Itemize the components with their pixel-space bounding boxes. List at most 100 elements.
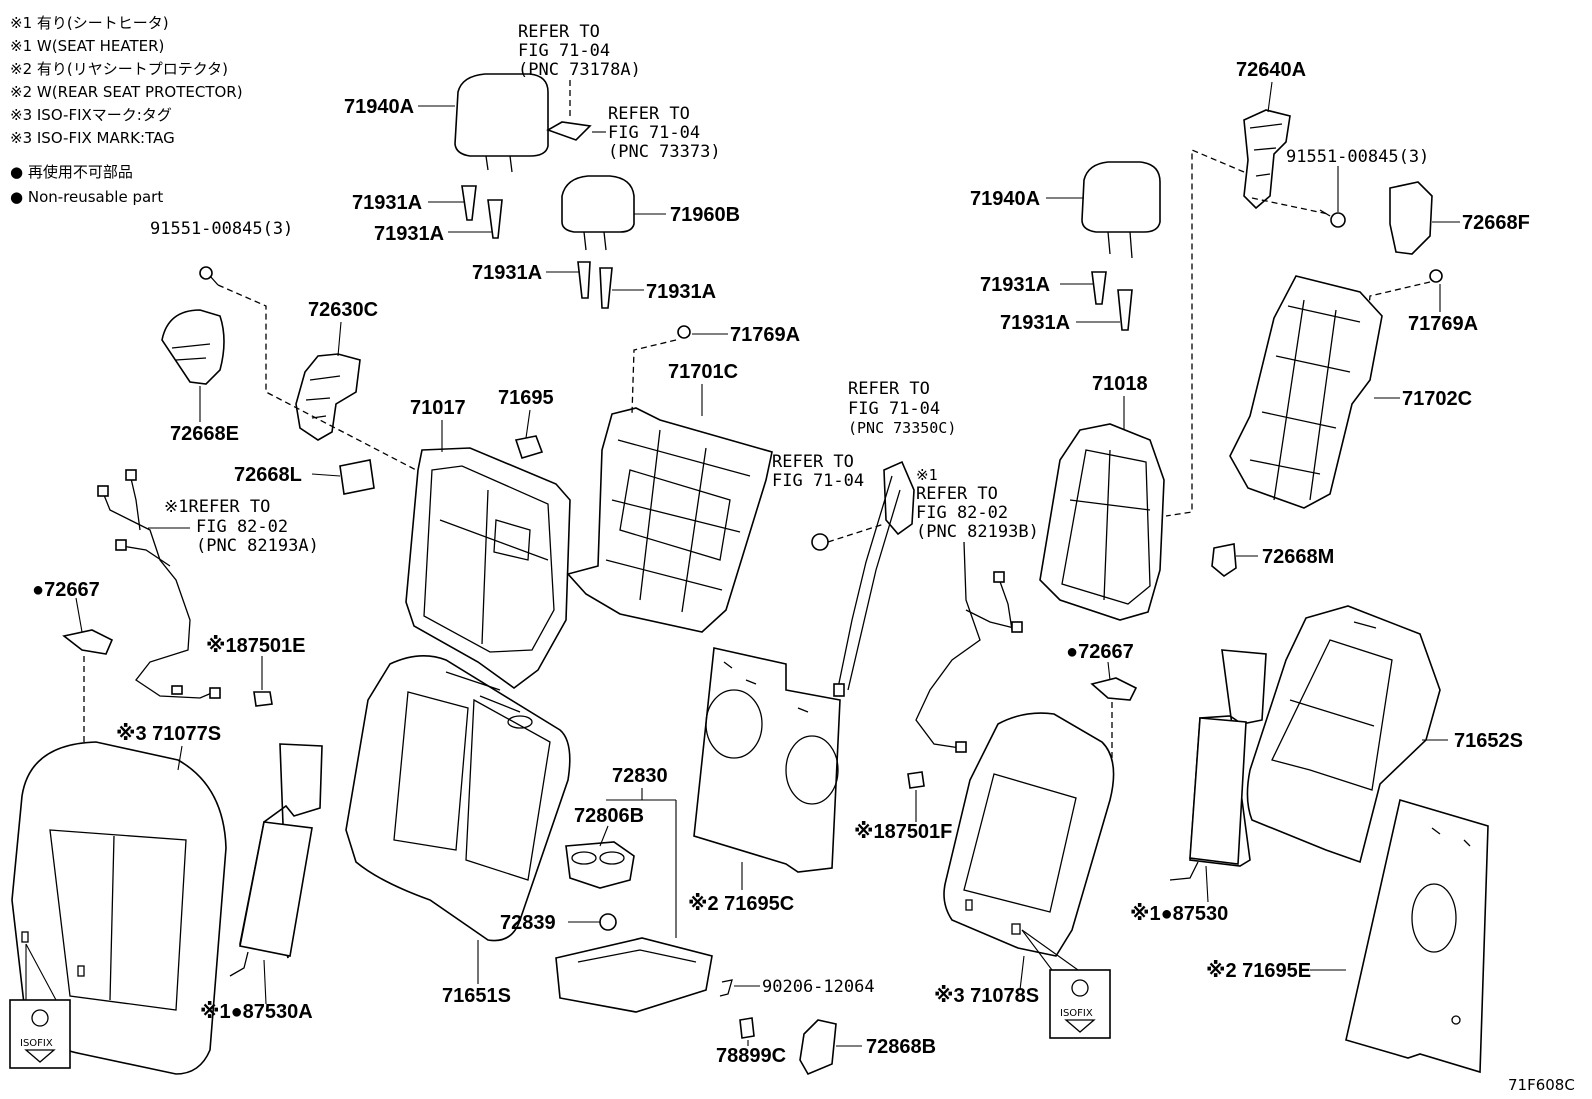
bracket-72640A [1243, 109, 1291, 210]
label-72668E: 72668E [170, 423, 239, 445]
label-87530: ※1●87530 [1130, 903, 1228, 925]
refer-4-line-3: (PNC 73350C) [848, 419, 956, 437]
wire-harness-82193B [915, 541, 1023, 753]
legend-line-4: ※2 W(REAR SEAT PROTECTOR) [10, 83, 243, 101]
cup-holder-72806B [565, 841, 635, 889]
label-91551-right: 91551-00845(3) [1286, 147, 1429, 167]
refer-6-line-1: ※1 [916, 466, 938, 484]
refer-4-line-1: REFER TO [848, 379, 930, 399]
label-71077S: ※3 71077S [116, 723, 221, 745]
pad-72668L [339, 459, 375, 495]
legend-line-7: ● 再使用不可部品 [10, 163, 133, 181]
legend: ※1 有り(シートヒータ) ※1 W(SEAT HEATER) ※2 有り(リヤ… [10, 14, 243, 206]
seat-cover-71077S [11, 741, 227, 1075]
label-72667-left: ●72667 [32, 579, 100, 601]
label-71018: 71018 [1092, 373, 1148, 395]
headrest-left [454, 73, 549, 173]
heater-87530A [229, 743, 323, 977]
seat-belt-73350C [833, 460, 915, 697]
refer-1-line-1: REFER TO [518, 22, 600, 42]
sensor-87501E [253, 691, 273, 707]
refer-2-line-3: (PNC 73373) [608, 142, 721, 162]
diagram-code: 71F608C [1508, 1076, 1575, 1094]
sleeve-71695 [514, 435, 544, 459]
clip-72667-left [62, 629, 114, 655]
label-90206: 90206-12064 [762, 977, 875, 997]
label-71931A-left-2: 71931A [374, 223, 444, 245]
label-72839: 72839 [500, 912, 556, 934]
iso-tag-right: ISOFIX [1021, 929, 1111, 1039]
label-72668L: 72668L [234, 464, 302, 486]
label-71931A-right-1: 71931A [980, 274, 1050, 296]
label-71940A-right: 71940A [970, 188, 1040, 210]
label-71931A-left-1: 71931A [352, 192, 422, 214]
cover-72868B [799, 1019, 837, 1076]
refer-1-line-3: (PNC 73178A) [518, 60, 641, 80]
label-71702C: 71702C [1402, 388, 1472, 410]
label-71940A-left: 71940A [344, 96, 414, 118]
seatback-cover-71651S [345, 655, 571, 942]
label-71695E: ※2 71695E [1206, 960, 1311, 982]
dash-72640A [1165, 149, 1329, 517]
label-71701C: 71701C [668, 361, 738, 383]
refer-6-line-2: REFER TO [916, 484, 998, 504]
seat-frame-71017 [405, 447, 571, 689]
stopper-78899C [739, 1017, 755, 1039]
label-87501E: ※187501E [206, 635, 306, 657]
refer-2-line-2: FIG 71-04 [608, 123, 700, 143]
seat-frame-71018 [1039, 423, 1165, 621]
label-87530A: ※1●87530A [200, 1001, 313, 1023]
clip-71769A-left [677, 325, 691, 339]
wire-harness-82193A [97, 469, 221, 699]
label-78899C: 78899C [716, 1045, 786, 1067]
clip-72839 [599, 913, 617, 931]
label-71769A-right: 71769A [1408, 313, 1478, 335]
refer-1-line-2: FIG 71-04 [518, 41, 610, 61]
label-72806B: 72806B [574, 805, 644, 827]
refer-5-line-1: REFER TO [772, 452, 854, 472]
legend-line-5: ※3 ISO-FIXマーク:タグ [10, 106, 172, 124]
label-71695C: ※2 71695C [688, 893, 794, 915]
armrest-72830 [555, 937, 713, 1013]
refer-6-line-4: (PNC 82193B) [916, 522, 1039, 542]
legend-line-8: ● Non-reusable part [10, 188, 163, 206]
part-labels: 71940A 71931A 71931A 71960B 71931A 71931… [32, 59, 1575, 1094]
pad-72668M [1211, 543, 1237, 577]
label-72668M: 72668M [1262, 546, 1334, 568]
label-71931A-mid-1: 71931A [472, 262, 542, 284]
label-72667-right: ●72667 [1066, 641, 1134, 663]
protector-71695C [693, 647, 841, 873]
dash-center-nut [827, 523, 885, 543]
refer-4-line-2: FIG 71-04 [848, 399, 940, 419]
refer-2-line-1: REFER TO [608, 104, 690, 124]
clip-72667-right [1090, 677, 1138, 701]
label-71931A-right-2: 71931A [1000, 312, 1070, 334]
label-72668F: 72668F [1462, 212, 1530, 234]
label-72630C: 72630C [308, 299, 378, 321]
cover-72668F [1389, 181, 1433, 255]
label-71931A-mid-2: 71931A [646, 281, 716, 303]
seatback-cover-71652S [1246, 605, 1441, 864]
sensor-87501F [907, 771, 925, 789]
label-72868B: 72868B [866, 1036, 936, 1058]
legend-line-1: ※1 有り(シートヒータ) [10, 14, 169, 32]
dash-bolt-frame-left [217, 284, 421, 473]
headrest-right [1081, 161, 1161, 331]
label-71651S: 71651S [442, 985, 511, 1007]
label-91551-left: 91551-00845(3) [150, 219, 293, 239]
refer-5-line-2: FIG 71-04 [772, 471, 864, 491]
dash-71769A-left [631, 339, 677, 415]
clip-71769A-right [1429, 269, 1443, 283]
bolt-left [199, 266, 219, 286]
refer-3-line-3: (PNC 82193A) [196, 536, 319, 556]
back-board-71701C [566, 407, 773, 633]
iso-tag-right-text: ISOFIX [1060, 1008, 1093, 1019]
legend-line-3: ※2 有り(リヤシートプロテクタ) [10, 60, 228, 78]
label-71017: 71017 [410, 397, 466, 419]
clip-73373 [546, 80, 592, 141]
cover-72668E [161, 309, 225, 385]
iso-tag-left-text: ISOFIX [20, 1038, 53, 1049]
screw-90206 [719, 979, 733, 997]
refer-3-line-1: ※1REFER TO [164, 497, 270, 517]
label-71960B: 71960B [670, 204, 740, 226]
